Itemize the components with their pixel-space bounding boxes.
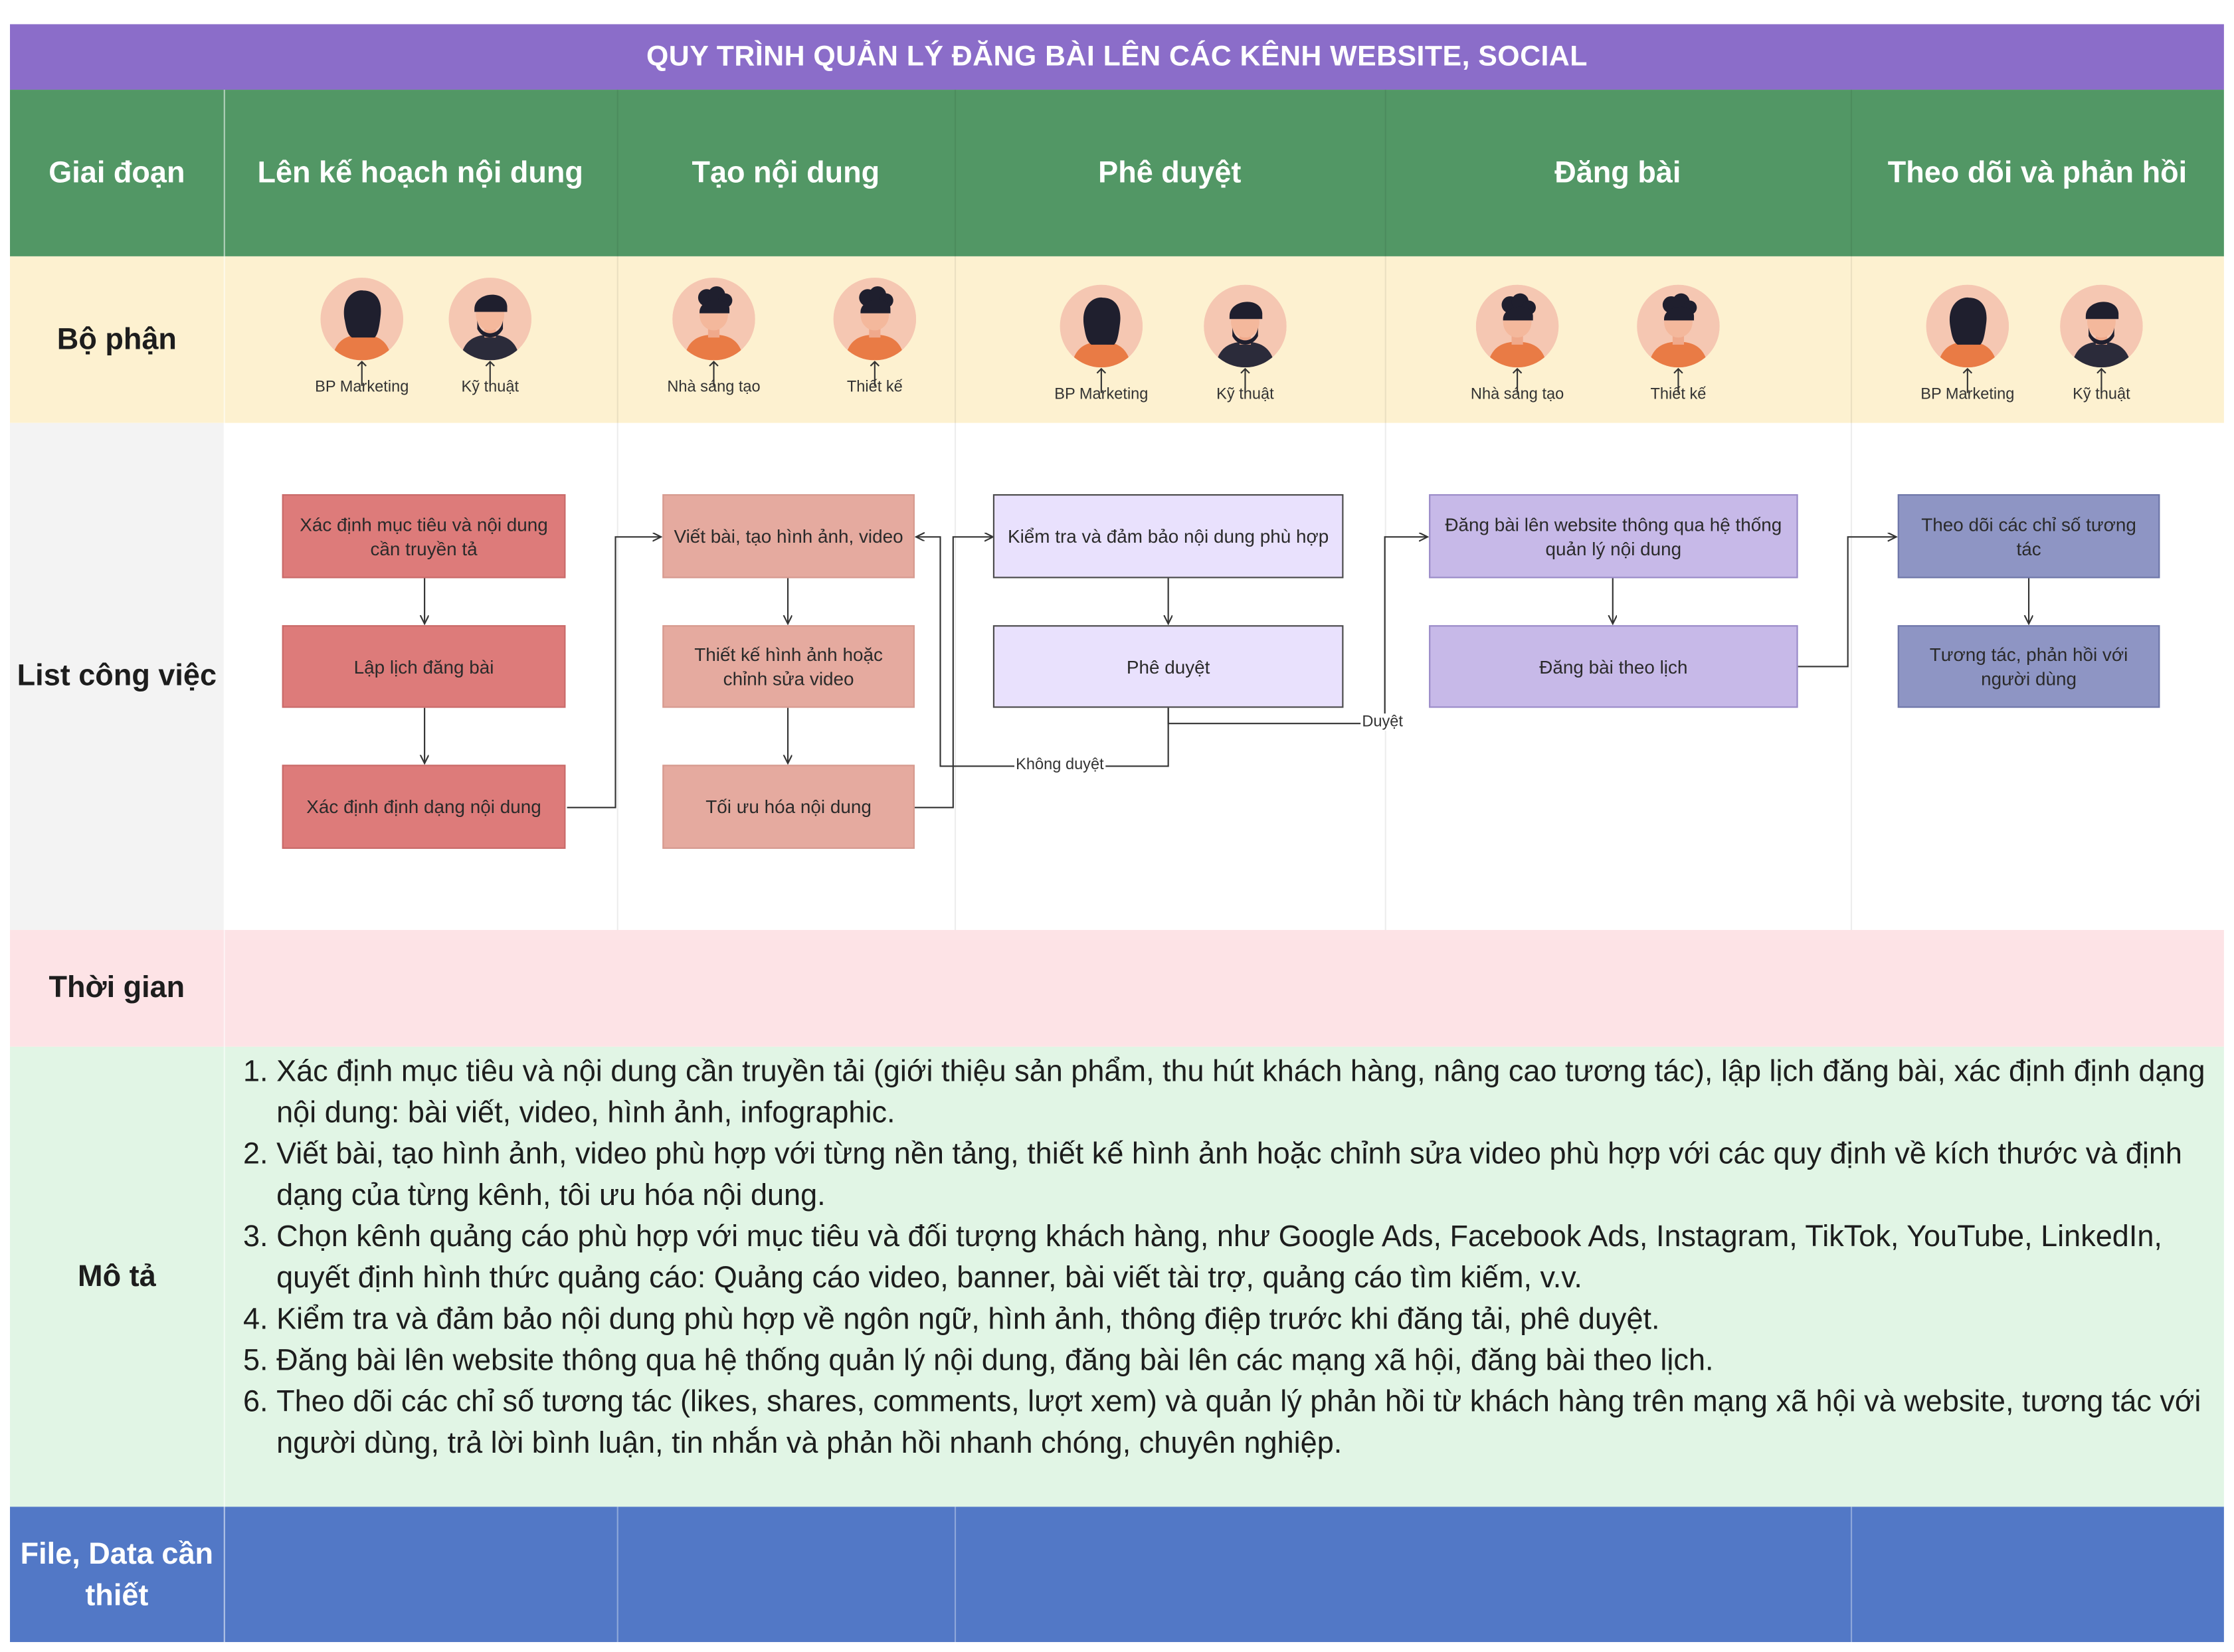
department-label: Thiết kế <box>846 379 903 397</box>
row-label-stage: Giai đoạn <box>48 155 185 189</box>
files-row <box>10 1507 2224 1643</box>
edge-publish-to-monitor <box>1798 537 1897 668</box>
edge-label-approved: Duyệt <box>1360 713 1405 731</box>
grid-divider <box>223 90 225 1643</box>
task-box-monitor-respond[interactable]: Tương tác, phản hồi với người dùng <box>1897 625 2160 708</box>
department-label: BP Marketing <box>1920 386 2015 403</box>
person-avatar-icon <box>2060 284 2143 368</box>
row-label-time: Thời gian <box>48 971 185 1004</box>
edge-label-rejected: Không duyệt <box>1014 756 1105 774</box>
edge-plan-to-create <box>567 537 662 808</box>
grid-divider <box>1850 1507 1853 1643</box>
grid-divider <box>1850 90 1853 931</box>
up-arrow-icon <box>356 360 367 387</box>
task-box-plan-goal[interactable]: Xác định mục tiêu và nội dung cần truyền… <box>282 494 566 579</box>
task-box-create-write[interactable]: Viết bài, tạo hình ảnh, video <box>662 494 915 579</box>
grid-divider <box>616 1507 618 1643</box>
person-avatar-icon <box>1475 284 1559 368</box>
row-label-description: Mô tả <box>78 1259 156 1293</box>
department-label: Nhà sáng tạo <box>1470 386 1564 403</box>
task-box-plan-format[interactable]: Xác định định dạng nội dung <box>282 765 566 849</box>
up-arrow-icon <box>1512 367 1523 393</box>
task-box-plan-schedule[interactable]: Lập lịch đăng bài <box>282 625 566 708</box>
stage-header-create: Tạo nội dung <box>692 155 880 189</box>
stage-header-monitor: Theo dõi và phản hồi <box>1887 155 2187 189</box>
task-box-approve-decision[interactable]: Phê duyệt <box>992 625 1344 708</box>
description-item: Đăng bài lên website thông qua hệ thống … <box>276 1340 2234 1382</box>
description-item: Chọn kênh quảng cáo phù hợp với mục tiêu… <box>276 1216 2234 1299</box>
edge-create-to-approve <box>914 537 993 808</box>
description-list: Xác định mục tiêu và nội dung cần truyền… <box>242 1051 2234 1464</box>
department-label: Kỹ thuật <box>1216 386 1274 403</box>
description-item: Viết bài, tạo hình ảnh, video phù hợp vớ… <box>276 1134 2234 1216</box>
stage-header-plan: Lên kế hoạch nội dung <box>257 155 583 189</box>
up-arrow-icon <box>869 360 880 387</box>
task-box-publish-schedule[interactable]: Đăng bài theo lịch <box>1429 625 1798 708</box>
grid-divider <box>616 90 618 931</box>
time-row <box>10 930 2224 1047</box>
person-avatar-icon <box>1060 284 1143 368</box>
grid-divider <box>954 1507 957 1643</box>
person-avatar-icon <box>672 278 755 361</box>
department-label: Thiết kế <box>1650 386 1707 403</box>
person-avatar-icon <box>1204 284 1287 368</box>
up-arrow-icon <box>1095 367 1107 393</box>
task-box-create-optimize[interactable]: Tối ưu hóa nội dung <box>662 765 915 849</box>
description-row <box>10 1046 2224 1507</box>
up-arrow-icon <box>1962 367 1973 393</box>
department-label: Kỹ thuật <box>461 379 519 397</box>
page-title: QUY TRÌNH QUẢN LÝ ĐĂNG BÀI LÊN CÁC KÊNH … <box>10 24 2224 90</box>
description-item: Theo dõi các chỉ số tương tác (likes, sh… <box>276 1382 2234 1464</box>
person-avatar-icon <box>1926 284 2009 368</box>
stage-row <box>10 90 2224 256</box>
person-avatar-icon <box>1637 284 1720 368</box>
task-box-approve-check[interactable]: Kiểm tra và đảm bảo nội dung phù hợp <box>992 494 1344 579</box>
stage-header-publish: Đăng bài <box>1554 155 1681 189</box>
task-box-create-design[interactable]: Thiết kế hình ảnh hoặc chỉnh sửa video <box>662 625 915 708</box>
person-avatar-icon <box>833 278 917 361</box>
department-label: Kỹ thuật <box>2073 386 2130 403</box>
person-avatar-icon <box>320 278 403 361</box>
department-label: BP Marketing <box>1054 386 1149 403</box>
task-box-publish-website[interactable]: Đăng bài lên website thông qua hệ thống … <box>1429 494 1798 579</box>
up-arrow-icon <box>484 360 496 387</box>
stage-header-approve: Phê duyệt <box>1098 155 1242 189</box>
edge-rejected <box>916 537 1169 767</box>
row-label-files: File, Data cần thiết <box>20 1537 214 1611</box>
department-label: BP Marketing <box>315 379 409 397</box>
task-box-monitor-metrics[interactable]: Theo dõi các chỉ số tương tác <box>1897 494 2160 579</box>
department-label: Nhà sáng tạo <box>667 379 761 397</box>
grid-divider <box>954 90 957 931</box>
row-label-tasks: List công việc <box>17 659 217 692</box>
up-arrow-icon <box>2096 367 2107 393</box>
description-item: Kiểm tra và đảm bảo nội dung phù hợp về … <box>276 1299 2234 1340</box>
up-arrow-icon <box>1673 367 1684 393</box>
up-arrow-icon <box>1240 367 1251 393</box>
up-arrow-icon <box>708 360 719 387</box>
grid-divider <box>1384 90 1386 931</box>
person-avatar-icon <box>448 278 531 361</box>
row-label-department: Bộ phận <box>56 322 177 355</box>
description-item: Xác định mục tiêu và nội dung cần truyền… <box>276 1051 2234 1133</box>
task-row-label-bg <box>10 422 224 931</box>
